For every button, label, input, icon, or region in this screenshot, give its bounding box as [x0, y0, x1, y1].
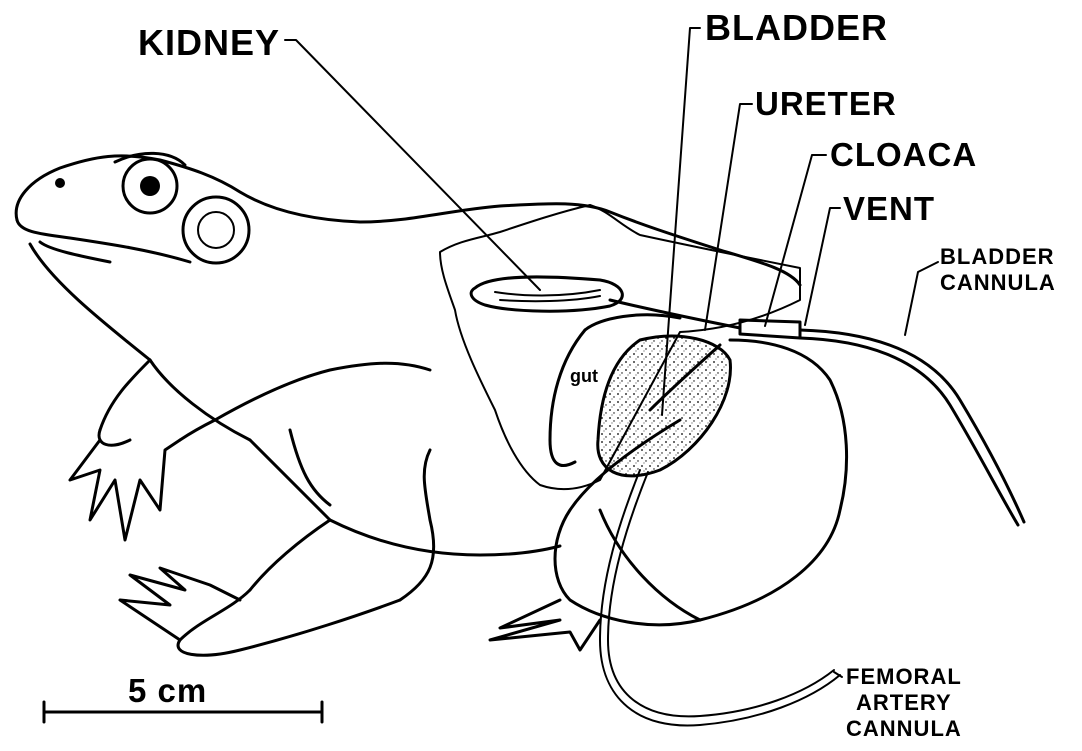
label-gut: gut: [570, 366, 598, 386]
label-kidney: KIDNEY: [138, 22, 280, 63]
label-femoral-1: FEMORAL: [846, 664, 962, 689]
label-cloaca: CLOACA: [830, 136, 977, 173]
eye: [115, 153, 185, 213]
label-vent: VENT: [843, 190, 935, 227]
label-bladder-cannula-1: BLADDER: [940, 244, 1055, 269]
tympanum: [183, 197, 249, 263]
femoral-cannula-tube: [600, 470, 840, 726]
label-bladder: BLADDER: [705, 7, 888, 48]
bladder-cannula-tube: [800, 330, 1024, 522]
ureter-duct: [610, 300, 740, 328]
label-femoral-3: CANNULA: [846, 716, 962, 741]
bladder: [598, 336, 731, 476]
nostril: [55, 178, 65, 188]
scale-bar-label: 5 cm: [128, 672, 207, 709]
cloaca-tube: [740, 320, 800, 338]
label-femoral-2: ARTERY: [856, 690, 952, 715]
kidney: [471, 277, 622, 311]
scale-bar: 5 cm: [44, 672, 322, 722]
label-bladder-cannula-2: CANNULA: [940, 270, 1056, 295]
leader-lines: [285, 28, 938, 677]
label-ureter: URETER: [755, 85, 897, 122]
gut: [550, 330, 585, 466]
